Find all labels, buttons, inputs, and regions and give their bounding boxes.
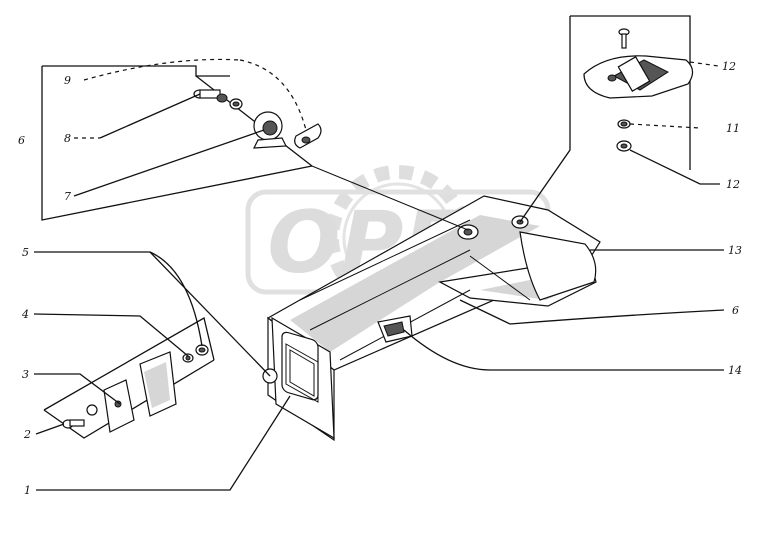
callout-14: 14 [728,364,742,377]
hinge-plate [583,55,694,99]
callout-5: 5 [22,246,29,259]
callout-labels: 9 6 8 7 5 4 3 2 1 12 11 12 13 6 14 [18,60,742,497]
callout-6-right: 6 [732,304,739,317]
lower-left-group [43,317,215,439]
callout-4: 4 [21,308,29,321]
callout-3: 3 [22,368,29,381]
screw-top [618,28,630,49]
upper-left-group [41,65,469,231]
callout-6-left: 6 [18,134,25,147]
reflector-3 [103,351,177,433]
callout-13: 13 [728,244,742,257]
leader-lines [33,58,725,491]
nut-5 [195,344,209,356]
callout-11: 11 [726,122,740,135]
lamp-bracket [262,316,335,440]
bolt-2 [62,404,98,429]
bushing-7 [252,111,287,149]
callout-2: 2 [23,428,31,441]
callout-1: 1 [24,484,31,497]
callout-9: 9 [64,74,71,87]
callout-12-mid: 12 [726,178,740,191]
washer-11 [617,119,631,129]
small-bracket [377,315,413,343]
link-plate-9 [294,123,322,149]
callout-12-top: 12 [722,60,736,73]
bolt-8 [193,89,243,110]
callout-8: 8 [64,132,71,145]
nut-12 [616,140,632,152]
washer-4 [182,353,194,363]
callout-7: 7 [64,190,71,203]
upper-right-group [519,15,694,223]
